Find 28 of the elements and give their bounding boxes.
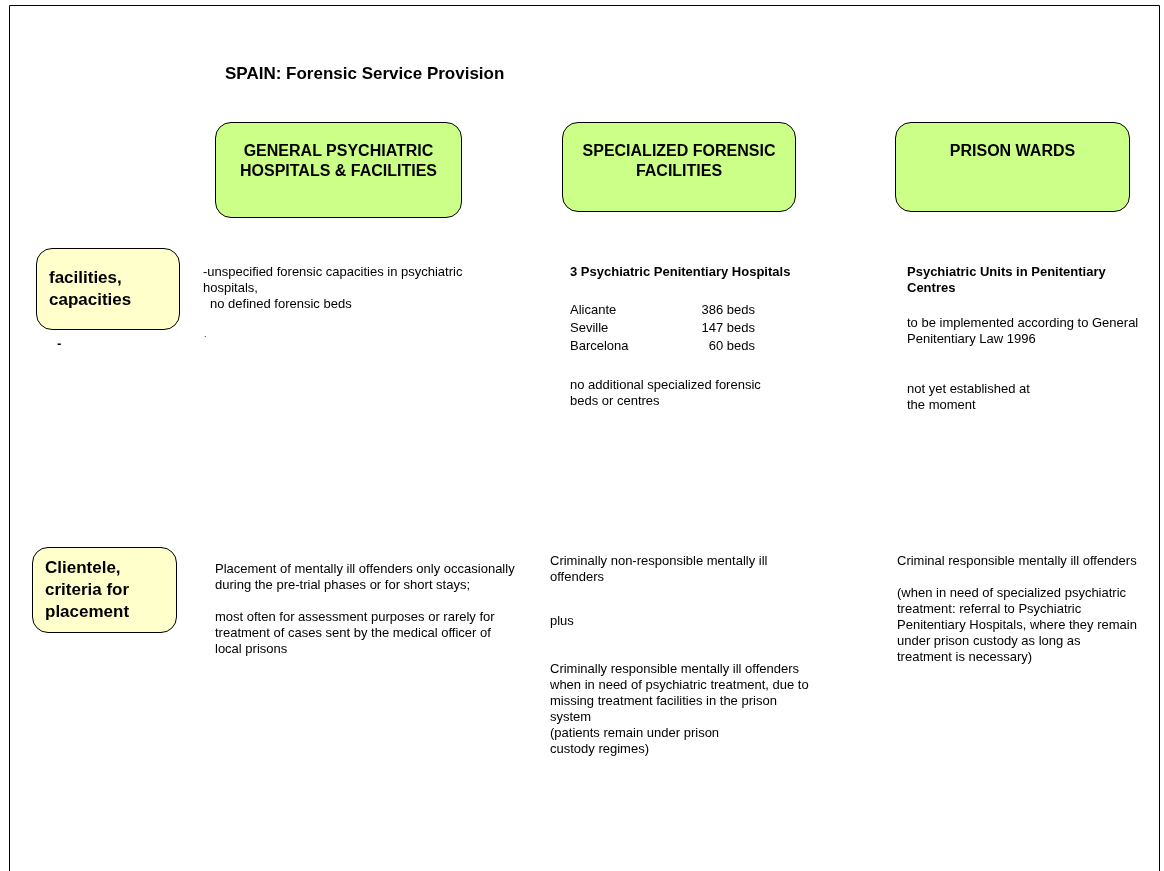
- column-header-box: SPECIALIZED FORENSIC FACILITIES: [562, 122, 796, 212]
- bold-text: -: [57, 336, 63, 352]
- body-text: .: [204, 328, 208, 341]
- body-text: 386 beds: [700, 302, 755, 318]
- body-text: to be implemented according to General Penitentiary Law 1996: [907, 315, 1140, 347]
- body-text: Alicante: [570, 302, 618, 318]
- body-text: no additional specialized forensic beds or centres: [570, 377, 762, 409]
- body-text: Barcelona: [570, 338, 630, 354]
- body-text: not yet established at the moment: [907, 381, 1031, 413]
- body-text: 60 beds: [707, 338, 755, 354]
- body-text: plus: [550, 613, 575, 629]
- body-text: (when in need of specialized psychiatric treatment: referral to Psychiatric Penitentiary Hospitals, where they remain under prison custody as long as treatment is necessary): [897, 585, 1137, 665]
- row-header-box: facilities, capacities: [36, 248, 180, 330]
- body-text: Criminally responsible mentally ill offenders when in need of psychiatric treatment, due to missing treatment facilities in the prison system: [550, 661, 810, 725]
- body-text: 147 beds: [700, 320, 755, 336]
- body-text: Criminal responsible mentally ill offenders: [897, 553, 1137, 569]
- column-header-box: PRISON WARDS: [895, 122, 1130, 212]
- body-text: no defined forensic beds: [210, 296, 353, 312]
- bold-text: Psychiatric Units in Penitentiary Centres: [907, 264, 1107, 296]
- body-text: Seville: [570, 320, 610, 336]
- body-text: Criminally non-responsible mentally ill offenders: [550, 553, 769, 585]
- body-text: (patients remain under prison custody regimes): [550, 725, 721, 757]
- body-text: most often for assessment purposes or rarely for treatment of cases sent by the medical officer of local prisons: [215, 609, 496, 657]
- row-header-box: Clientele, criteria for placement: [32, 547, 177, 633]
- diagram-title: SPAIN: Forensic Service Provision: [225, 64, 505, 84]
- column-header-box: GENERAL PSYCHIATRIC HOSPITALS & FACILITIES: [215, 122, 462, 218]
- bold-text: 3 Psychiatric Penitentiary Hospitals: [570, 264, 792, 280]
- body-text: Placement of mentally ill offenders only occasionally during the pre-trial phases or for short stays;: [215, 561, 515, 593]
